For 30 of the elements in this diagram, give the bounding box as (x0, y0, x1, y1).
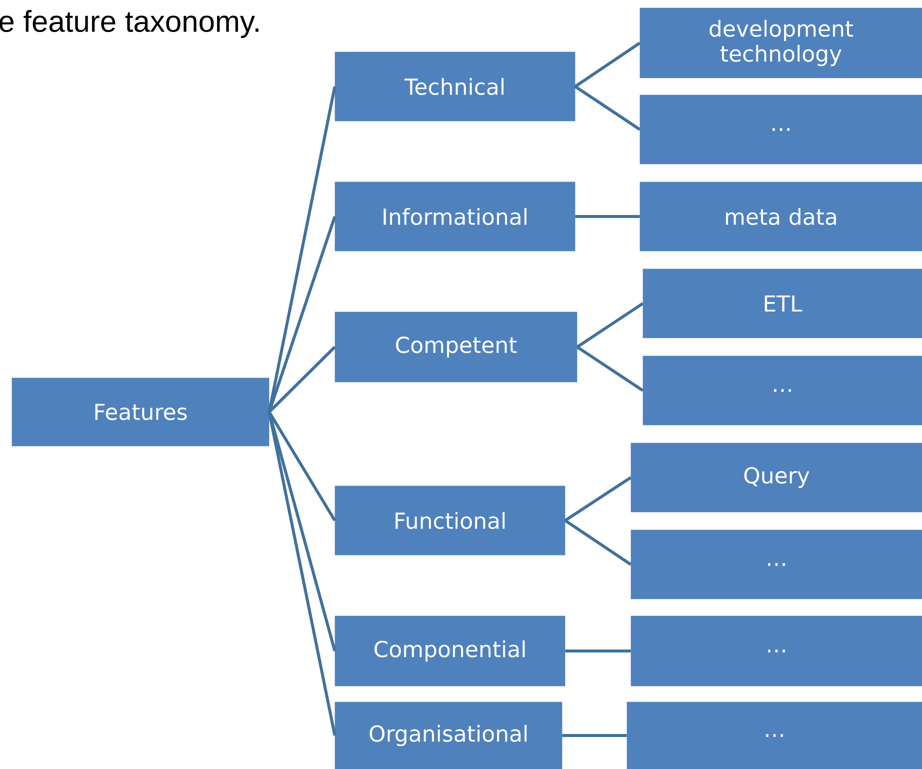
connector-line (564, 519, 632, 566)
category-box: Query (630, 442, 922, 512)
connector-line (268, 412, 336, 736)
connector-line (576, 302, 644, 348)
category-box: Technical (334, 52, 576, 122)
category-box: ETL (642, 268, 922, 338)
connector-line (562, 734, 627, 737)
category-box: … (630, 530, 922, 600)
category-box: Informational (334, 182, 576, 252)
category-box: … (626, 702, 922, 769)
connector-line (574, 85, 641, 131)
category-box: … (640, 94, 922, 164)
connector-line (576, 346, 644, 392)
category-box: Competent (334, 312, 578, 382)
connector-line (268, 346, 336, 414)
connector-line (565, 650, 631, 652)
connector-line (268, 86, 336, 412)
category-box: meta data (640, 182, 922, 252)
category-box: development technology (640, 8, 922, 78)
category-box: … (642, 356, 922, 426)
category-box: … (630, 616, 922, 686)
category-box: Organisational (334, 702, 562, 769)
category-box: Features (12, 378, 270, 446)
connector-line (268, 216, 336, 412)
category-box: Functional (334, 486, 566, 556)
connector-line (574, 42, 641, 88)
connector-line (575, 215, 640, 218)
connector-line (268, 412, 336, 652)
connector-line (564, 476, 632, 522)
category-box: Componential (334, 616, 566, 686)
